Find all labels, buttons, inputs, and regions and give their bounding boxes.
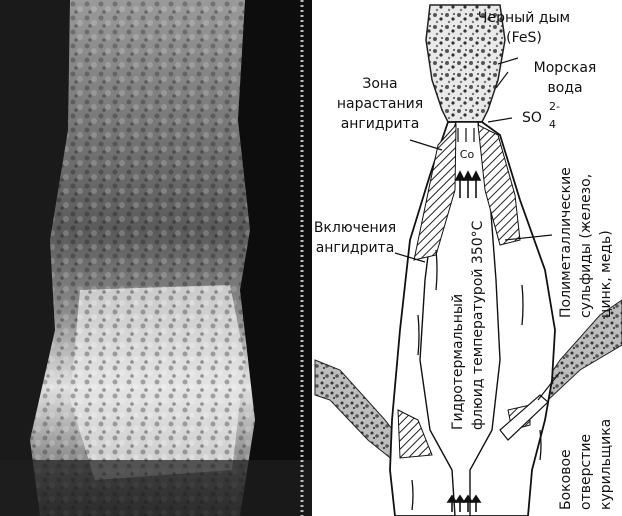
label-anhydrite-zone-2: нарастания [337,96,423,112]
label-fluid-1: Гидротермальный [450,294,466,430]
chimney-photo [0,0,312,516]
label-so4-sub: 4 [549,118,556,131]
label-so4: SO [522,110,542,126]
chimney-diagram [312,0,622,516]
label-black-smoke: Черный дым [478,10,570,26]
label-side-1: Боковое [558,449,574,510]
label-inclusions-2: ангидрита [316,240,395,256]
label-anhydrite-zone-3: ангидрита [341,116,420,132]
label-sea-water-1: Морская [534,60,597,76]
label-sulfides-3: цинк, медь) [598,230,614,318]
label-anhydrite-zone-1: Зона [362,76,397,92]
label-sulfides-1: Полиметаллические [558,167,574,318]
label-co: Co [460,148,475,161]
label-so4-charge: 2- [549,100,560,113]
label-sulfides-2: сульфиды (железо, [578,174,594,318]
label-fluid-2: флюид температурой 350°С [470,220,486,430]
label-side-3: курильщика [598,419,614,510]
label-fes: (FeS) [506,30,542,46]
label-sea-water-2: вода [547,80,582,96]
label-side-2: отверстие [578,434,594,510]
label-inclusions-1: Включения [314,220,396,236]
